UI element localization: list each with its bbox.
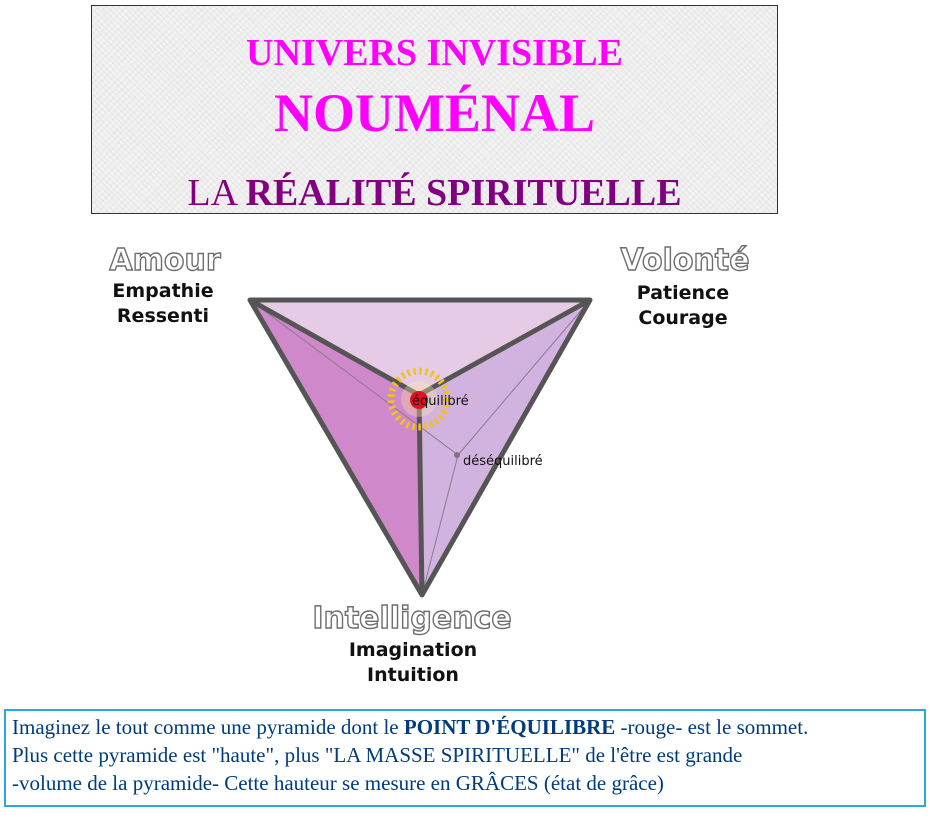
inner-edge-left — [248, 297, 421, 398]
vertex-line-patience: Patience — [637, 282, 729, 304]
title-line-noumenal: NOUMÉNAL — [274, 83, 595, 143]
vertex-title-amour: Amour — [109, 243, 220, 278]
description-line-1: Imaginez le tout comme une pyramide dont… — [12, 713, 918, 741]
description-box: Imaginez le tout comme une pyramide dont… — [4, 709, 926, 807]
desc-l1-bold: POINT D'ÉQUILIBRE — [403, 715, 616, 739]
pyramid-diagram: équilibré déséquilibré Amour Empathie Re… — [109, 242, 751, 686]
balance-point — [410, 391, 428, 409]
vertex-line-intuition: Intuition — [367, 664, 459, 686]
desc-l1-pre: Imaginez le tout comme une pyramide dont… — [12, 715, 404, 739]
vertex-line-ressenti: Ressenti — [117, 305, 209, 327]
title-box: UNIVERS INVISIBLE NOUMÉNAL LA RÉALITÉ SP… — [91, 5, 778, 214]
description-line-2: Plus cette pyramide est "haute", plus "L… — [12, 743, 743, 767]
unbalanced-point — [454, 452, 460, 458]
vertex-line-empathie: Empathie — [112, 280, 213, 302]
unbalanced-edge-1 — [249, 299, 459, 456]
inner-edge-right — [417, 297, 592, 398]
balance-halo — [387, 367, 451, 431]
title-line-realite: LA RÉALITÉ SPIRITUELLE — [92, 174, 777, 212]
title-prefix: LA — [187, 172, 246, 214]
pyramid-outline — [247, 297, 593, 598]
desc-l1-post: -rouge- est le sommet. — [615, 715, 809, 739]
title-bold: RÉALITÉ SPIRITUELLE — [245, 172, 682, 214]
vertex-title-intelligence: Intelligence — [312, 601, 511, 636]
description-line-3: -volume de la pyramide- Cette hauteur se… — [12, 771, 664, 795]
unbalanced-edge-3 — [421, 454, 459, 596]
label-equilibre: équilibré — [412, 394, 469, 409]
face-top — [250, 300, 590, 395]
label-desequilibre: déséquilibré — [463, 454, 543, 469]
unbalanced-edge-2 — [457, 299, 591, 456]
title-line-univers: UNIVERS INVISIBLE — [246, 32, 623, 74]
vertex-line-courage: Courage — [638, 307, 727, 329]
vertex-line-imagination: Imagination — [349, 639, 477, 661]
vertex-title-volonte: Volonté — [620, 243, 749, 278]
